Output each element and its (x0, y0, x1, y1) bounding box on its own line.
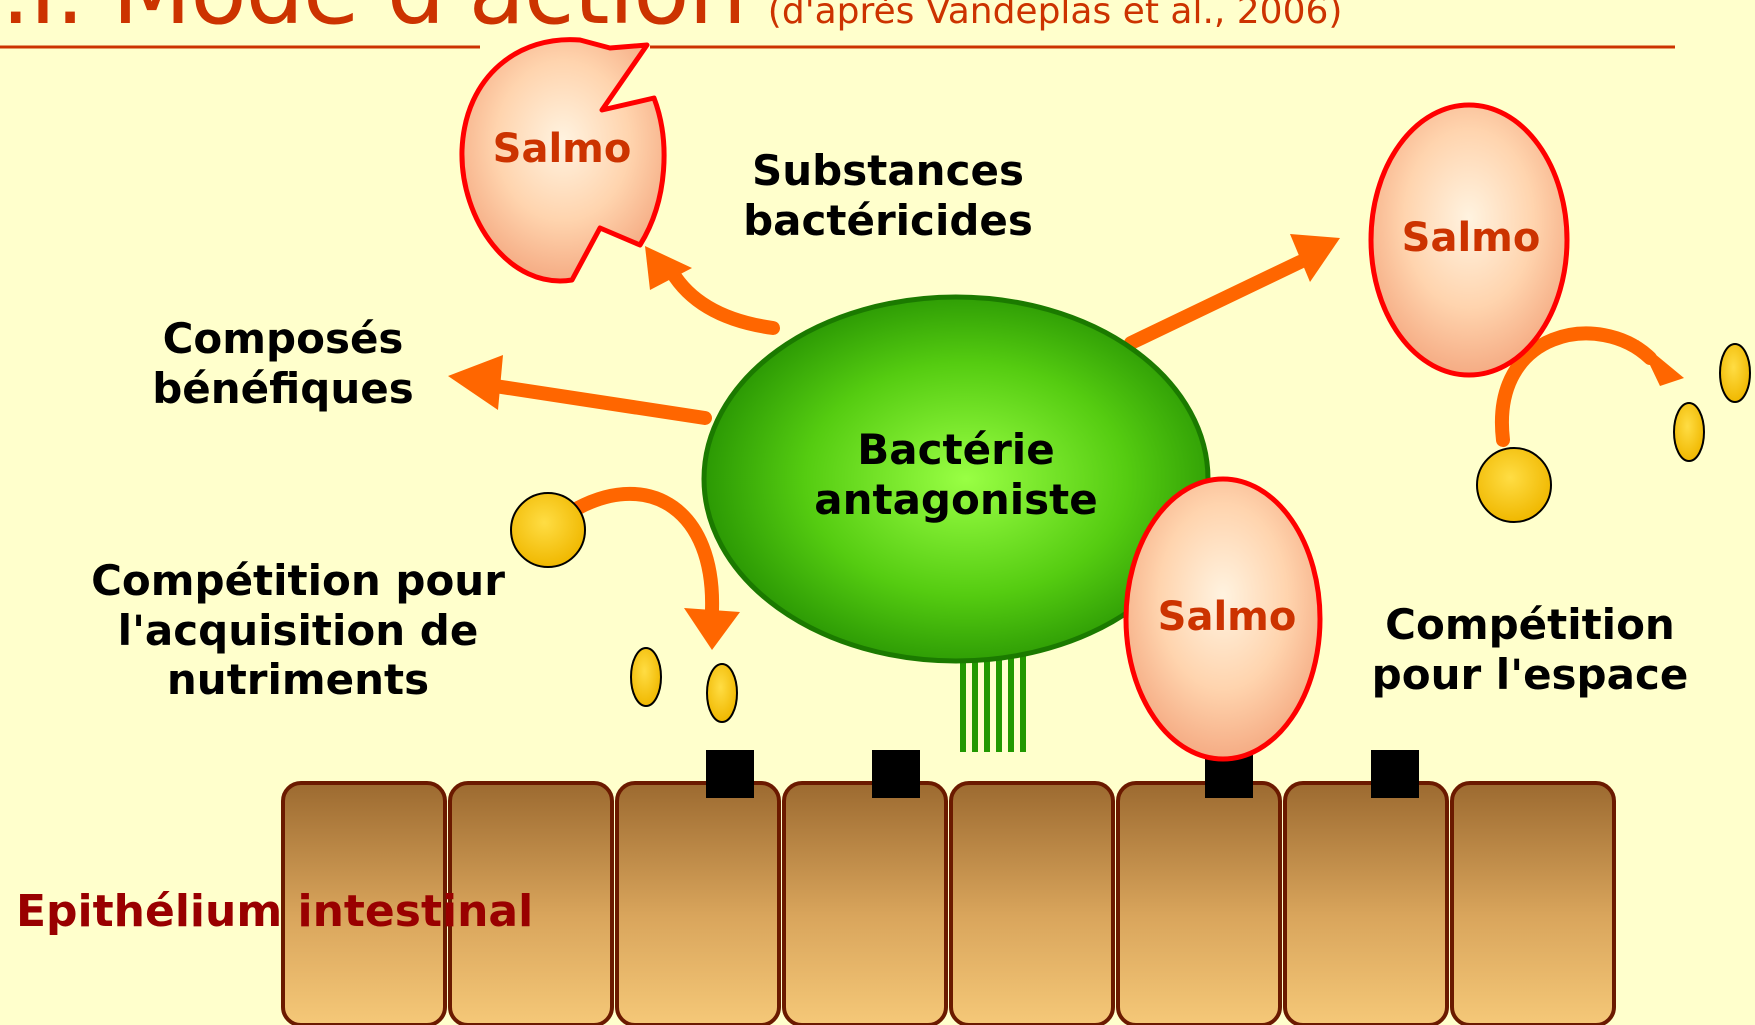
label-composes: Composés bénéfiques (113, 314, 453, 413)
epithelium-cell (281, 781, 447, 1025)
bacterium-pili (960, 650, 1026, 752)
arrowhead-substances (645, 246, 692, 290)
label-competition-nutriments: Compétition pour l'acquisition de nutrim… (48, 556, 548, 705)
title-citation: (d'après Vandeplas et al., 2006) (767, 0, 1343, 32)
arrow-composes (488, 379, 712, 425)
epithelium-cell (1116, 781, 1282, 1025)
label-composes-line1: Composés (162, 314, 404, 363)
label-epithelium: Epithélium intestinal (16, 886, 534, 937)
label-bacterie-line2: antagoniste (814, 474, 1098, 524)
salmo-cell-damaged (459, 37, 667, 284)
label-competition-nutriments-line3: nutriments (166, 655, 430, 705)
nutrient-left (510, 492, 586, 568)
salmo-cell-right (1368, 102, 1570, 378)
label-competition-nutriments-line2: l'acquisition de (117, 605, 479, 655)
arrow-nutrient-left (571, 486, 720, 617)
title-main: I.I. Mode d'action (0, 0, 747, 45)
nutrients (510, 343, 1751, 723)
label-composes-line2: bénéfiques (152, 363, 414, 413)
arrow-substances (665, 265, 780, 335)
receptor (706, 750, 754, 798)
label-competition-nutriments-line1: Compétition pour (91, 556, 505, 605)
epithelium-cell (949, 781, 1115, 1025)
arrowhead-nutrient-left (684, 608, 740, 650)
receptor (1371, 750, 1419, 798)
salmo-label-right: Salmo (1401, 215, 1541, 261)
epithelium-cell (1450, 781, 1616, 1025)
label-competition-espace-line1: Compétition (1385, 600, 1675, 649)
nutrient-right (1476, 447, 1552, 523)
salmo-label-top: Salmo (492, 126, 632, 172)
salmo-cell-attached (1123, 476, 1323, 762)
page-title: I.I. Mode d'action (d'après Vandeplas et … (0, 0, 1342, 45)
arrowhead-salmo-right (1290, 234, 1340, 282)
arrowhead-composes (448, 355, 503, 410)
label-substances: Substances bactéricides (688, 146, 1088, 245)
arrowhead-nutrient-right (1638, 340, 1684, 386)
epithelium-cell (615, 781, 781, 1025)
arrows (488, 255, 1657, 617)
receptor (872, 750, 920, 798)
arrow-nutrient-right (1494, 326, 1657, 447)
nutrient-fragment (630, 647, 662, 707)
nutrient-fragment (1719, 343, 1751, 403)
arrow-salmo-right (1124, 255, 1307, 350)
epithelium-cell (448, 781, 614, 1025)
nutrient-fragment (706, 663, 738, 723)
label-competition-espace-line2: pour l'espace (1371, 649, 1689, 699)
epithelium (281, 781, 1616, 1025)
arrowheads (448, 234, 1684, 650)
epithelium-cell (1283, 781, 1449, 1025)
label-substances-line2: bactéricides (743, 195, 1033, 245)
epithelium-cell (782, 781, 948, 1025)
label-bacterie-line1: Bactérie (857, 425, 1055, 474)
label-competition-espace: Compétition pour l'espace (1340, 600, 1720, 699)
nutrient-fragment (1673, 402, 1705, 462)
label-substances-line1: Substances (752, 146, 1024, 195)
label-bacterie: Bactérie antagoniste (776, 425, 1136, 524)
salmo-label-attached: Salmo (1157, 594, 1297, 640)
